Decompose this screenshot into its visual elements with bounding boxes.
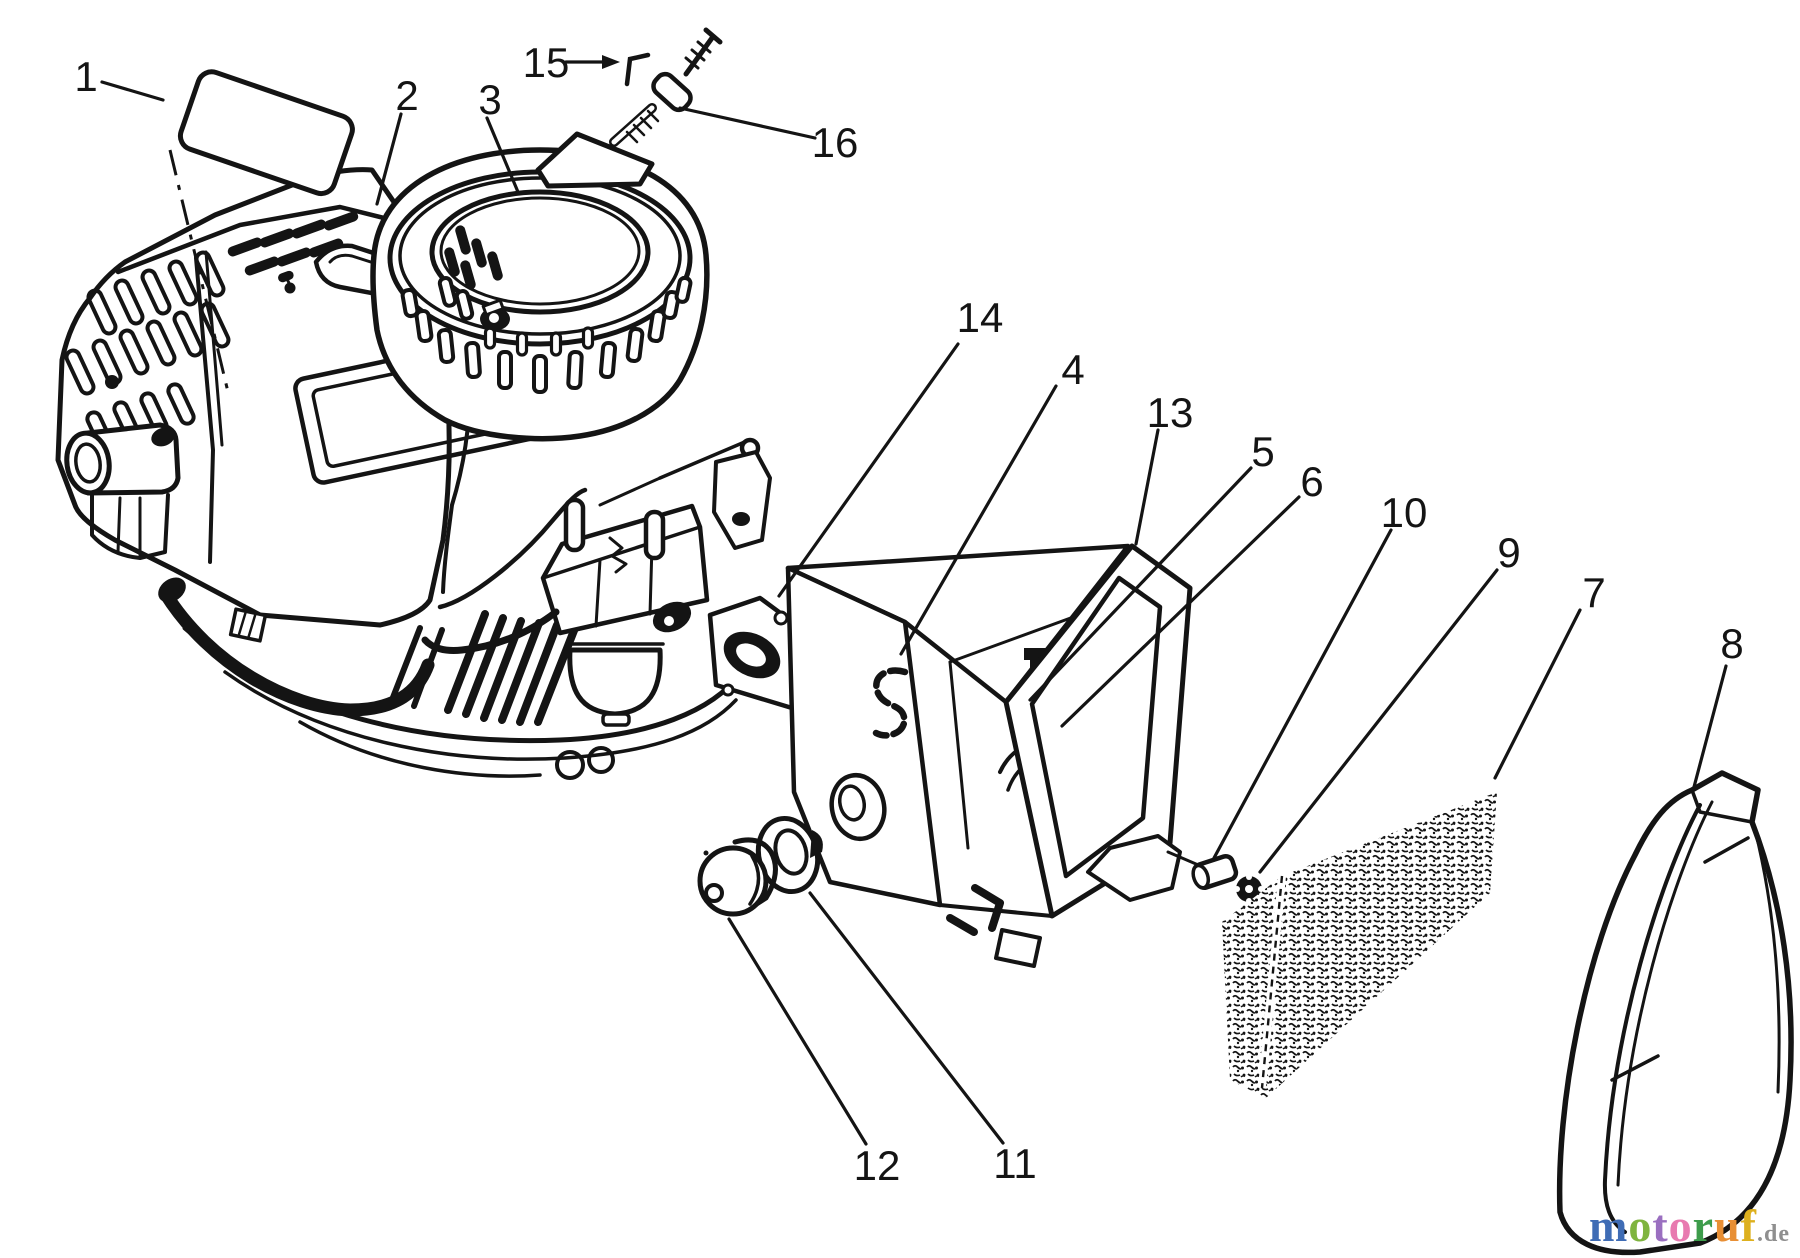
leader-line-6 (1060, 495, 1301, 728)
leader-line-1 (100, 80, 165, 102)
logo-letter: m (1589, 1200, 1629, 1251)
logo-suffix: .de (1757, 1221, 1790, 1247)
leader-line-5 (1028, 466, 1253, 702)
callout-4: 4 (1061, 346, 1084, 393)
callout-1: 1 (74, 53, 97, 100)
leader-line-11 (808, 891, 1005, 1145)
leader-line-9 (1258, 568, 1499, 874)
leader-line-7 (1493, 608, 1582, 780)
starter-rope-hub (480, 298, 510, 331)
starter-vent-slots (400, 225, 693, 394)
air-cleaner-housing (785, 543, 1193, 968)
callout-15: 15 (523, 39, 570, 86)
throttle-linkage (598, 437, 772, 550)
callout-11: 11 (993, 1140, 1037, 1187)
carburetor (421, 497, 710, 727)
engine-assembly (55, 131, 809, 780)
watermark-logo: motoruf.de (1589, 1199, 1790, 1252)
callout-13: 13 (1147, 389, 1194, 436)
callout-numbers: 1 2 3 4 5 6 7 8 9 10 11 12 13 14 15 16 (74, 39, 1743, 1189)
label-plate (168, 69, 355, 393)
spacer-and-nut (1166, 850, 1264, 904)
leader-lines (100, 55, 1728, 1146)
float-bowl (567, 647, 663, 717)
leader-line-16 (678, 106, 817, 140)
leader-line-12 (727, 917, 868, 1146)
leader-arrow-15 (602, 55, 620, 69)
callout-9: 9 (1497, 529, 1520, 576)
leader-line-8 (1692, 664, 1728, 789)
logo-letter: t (1652, 1200, 1669, 1251)
logo-letter: r (1692, 1200, 1715, 1251)
leader-line-10 (1212, 528, 1393, 860)
cooling-fins (389, 610, 579, 726)
leader-line-4 (899, 384, 1058, 656)
logo-letter: o (1628, 1200, 1653, 1251)
primer-bulb-hole (829, 772, 887, 842)
callout-5: 5 (1251, 428, 1274, 475)
callout-7: 7 (1582, 569, 1605, 616)
leader-line-2 (375, 112, 403, 206)
shroud-top-slots (227, 211, 359, 294)
spark-plug-wire (158, 577, 435, 717)
lock-nut (1234, 874, 1264, 904)
callout-14: 14 (957, 294, 1004, 341)
callout-12: 12 (854, 1142, 901, 1189)
leader-line-3 (485, 116, 520, 194)
foam-filter-element (1222, 792, 1497, 1098)
callout-3: 3 (478, 76, 501, 123)
leader-line-13 (1134, 428, 1160, 546)
callout-6: 6 (1300, 458, 1323, 505)
callout-16: 16 (812, 119, 859, 166)
logo-letter: u (1714, 1200, 1741, 1251)
muffler (64, 375, 181, 560)
carburetor-mounting-gasket (707, 595, 809, 711)
leader-line-14 (777, 342, 960, 598)
recoil-starter-housing (370, 131, 710, 442)
starter-cable (609, 27, 723, 147)
cable-clip (624, 52, 651, 87)
callout-8: 8 (1720, 620, 1743, 667)
logo-letter: f (1740, 1200, 1757, 1251)
primer-bulb (697, 845, 769, 917)
callout-2: 2 (395, 72, 418, 119)
logo-letter: o (1668, 1200, 1693, 1251)
air-cleaner-cover (1556, 770, 1794, 1256)
s-mark (872, 667, 909, 739)
primer-bulb-assembly (697, 815, 823, 917)
callout-10: 10 (1381, 489, 1428, 536)
